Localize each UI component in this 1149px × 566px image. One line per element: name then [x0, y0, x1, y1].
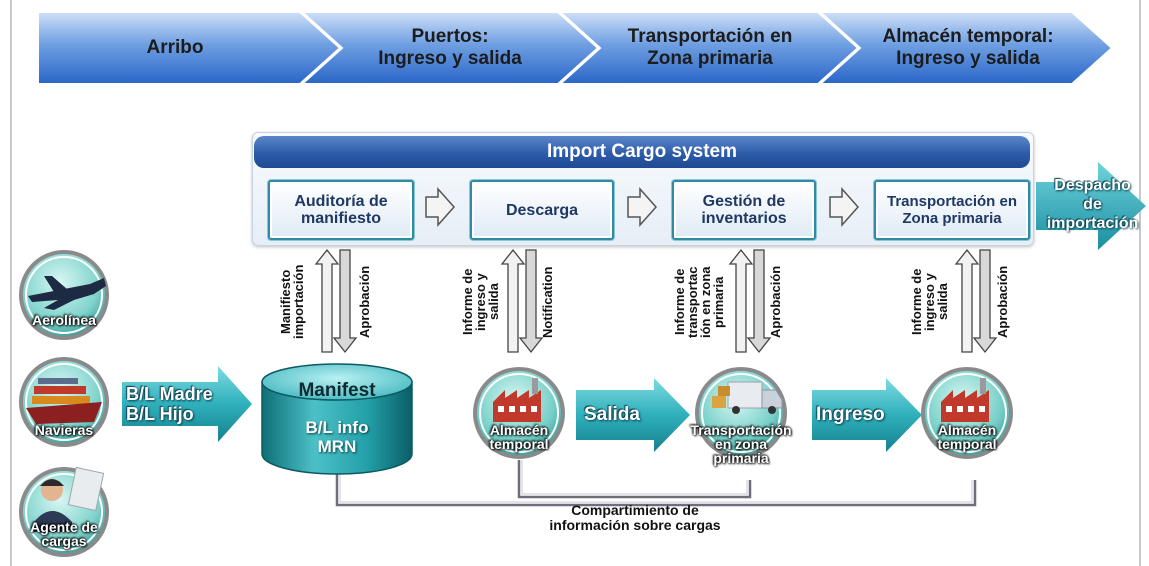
step-arrow-icon: [627, 187, 658, 227]
phase-chevron-transportacion: [557, 11, 860, 85]
flow-down-label: Aprobación: [995, 265, 1010, 339]
node-label-transportacion: Transportación en zona primaria: [690, 422, 792, 466]
warehouse-icon: [473, 367, 565, 459]
step-descarga: Descarga: [470, 180, 614, 240]
phase-chevron-almacen: [817, 11, 1114, 85]
down-arrow-icon: [518, 249, 544, 354]
node-label-almacen-1: Almacén temporal: [489, 422, 549, 452]
phase-chevron-bar: [37, 11, 1114, 85]
up-arrow-icon: [500, 248, 526, 353]
flow-down-label: Aprobación: [357, 265, 372, 339]
frame-left-line: [10, 0, 12, 566]
flow-up-label: Manifiesto importación: [278, 264, 306, 340]
import-cargo-system-title: Import Cargo system: [254, 136, 1030, 168]
phase-label-transportacion: Transportación en Zona primaria: [627, 26, 793, 69]
actor-label-aerolinea: Aerolínea: [32, 312, 96, 328]
actor-label-navieras: Navieras: [34, 422, 94, 438]
actor-label-agente: Agente de cargas: [30, 519, 98, 549]
node-circles: [473, 367, 1013, 459]
node-label-almacen-2: Almacén temporal: [937, 422, 997, 452]
up-arrow-icon: [314, 248, 340, 353]
flow-down-label: Notification: [540, 266, 555, 338]
flow-down-label: Aprobación: [768, 265, 783, 339]
frame-right-line: [1139, 0, 1141, 566]
step-arrows: [425, 187, 860, 227]
ingreso-label: Ingreso: [816, 404, 885, 425]
up-arrow-icon: [954, 248, 980, 353]
manifest-body: B/L info MRN: [305, 418, 369, 456]
phase-chevron-puertos: [299, 11, 600, 85]
truck-icon: [695, 367, 787, 459]
bl-label: B/L Madre B/L Hijo: [126, 384, 213, 424]
cargo-agent-icon: [19, 466, 109, 557]
step-auditoria: Auditoría de manifiesto: [268, 180, 414, 240]
phase-label-arribo: Arribo: [146, 37, 204, 58]
flow-up-label: Informe de transportac ión en zona prima…: [672, 266, 726, 338]
phase-label-puertos: Puertos: Ingreso y salida: [378, 26, 522, 69]
salida-arrow: [576, 378, 690, 452]
cargo-ship-icon: [19, 357, 109, 447]
down-arrow-icon: [746, 249, 772, 354]
step-arrow-icon: [829, 187, 860, 227]
despacho-label: Despacho de importación: [1046, 177, 1139, 232]
bl-arrow: [122, 366, 252, 442]
actor-circles: [19, 250, 109, 557]
ingreso-arrow: [812, 378, 922, 452]
despacho-arrow: [1036, 162, 1146, 250]
info-sharing-label: Compartimiento de información sobre carg…: [549, 502, 721, 533]
up-arrow-icon: [728, 248, 754, 353]
step-gestion: Gestión de inventarios: [672, 180, 816, 240]
down-arrow-icon: [332, 249, 358, 354]
manifest-title: Manifest: [298, 380, 376, 401]
phase-label-almacen: Almacén temporal: Ingreso y salida: [882, 26, 1054, 69]
airplane-icon: [19, 250, 109, 340]
flow-up-label: Informe de ingreso y salida: [909, 268, 950, 336]
manifest-database-icon: [261, 363, 413, 475]
teal-arrows: [122, 366, 922, 452]
vertical-flow-arrows: [314, 248, 998, 354]
flow-up-label: Informe de ingreso y salida: [460, 268, 501, 336]
step-arrow-icon: [425, 187, 456, 227]
info-sharing-connector: [335, 460, 977, 507]
step-transportacion: Transportación en Zona primaria: [874, 180, 1030, 240]
down-arrow-icon: [972, 249, 998, 354]
warehouse-icon: [921, 367, 1013, 459]
phase-chevron-arribo: [37, 11, 342, 85]
salida-label: Salida: [584, 404, 640, 425]
